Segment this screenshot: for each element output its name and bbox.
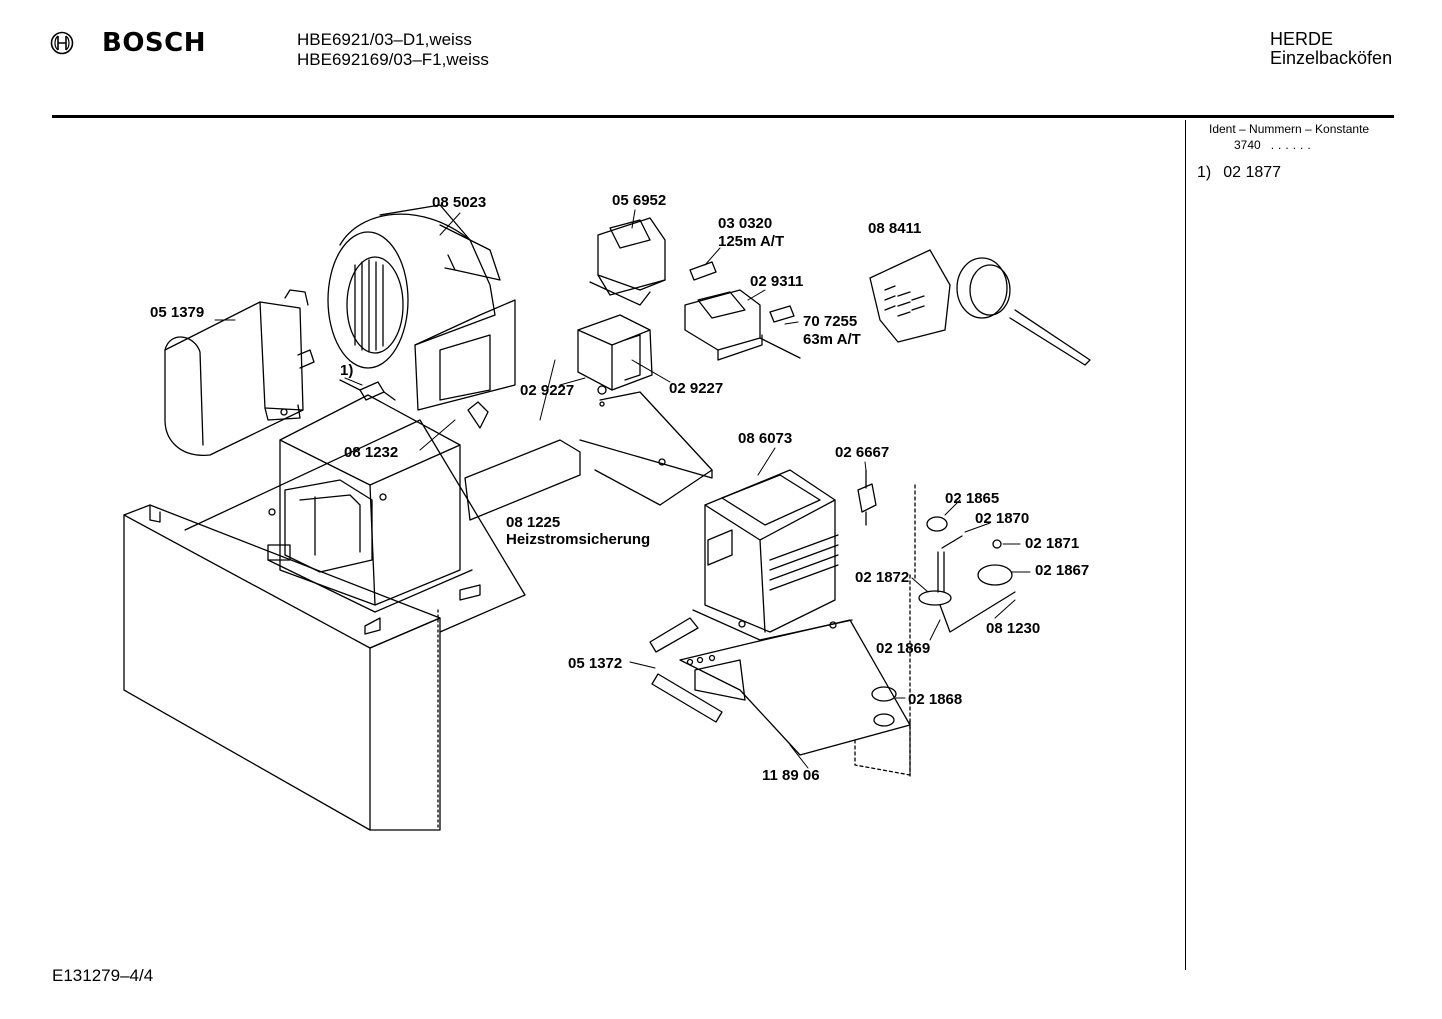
micro-switch [858,470,876,525]
label-125ma-at: 125m A/T [718,233,785,250]
sidebar-divider [1185,120,1186,970]
base-plate [185,420,525,632]
ident-dots: ...... [1270,138,1315,152]
label-heizstromsicherung: Heizstromsicherung [506,531,651,548]
oven-housing [124,505,440,830]
model-list: HBE6921/03–D1,weiss HBE692169/03–F1,weis… [297,30,489,70]
label-05-1379: 05 1379 [150,304,205,321]
brand-name: BOSCH [102,28,206,58]
label-02-1869: 02 1869 [876,640,931,657]
bosch-armature-icon [50,31,74,55]
header-rule [52,115,1394,118]
label-02-1865: 02 1865 [945,490,1000,507]
label-02-9227-right: 02 9227 [669,380,724,397]
label-08-1230: 08 1230 [986,620,1041,637]
label-02-6667: 02 6667 [835,444,890,461]
label-02-1872: 02 1872 [855,569,910,586]
label-footnote-1: 1) [340,362,354,379]
ident-code: 3740 [1234,138,1261,152]
brand-logo: BOSCH [50,28,206,58]
footnote-entry: 1) 02 1877 [1197,164,1281,182]
small-transformer [590,218,665,305]
fuse-63ma [760,306,800,358]
document-reference: E131279–4/4 [52,966,154,985]
label-02-1871: 02 1871 [1025,535,1080,552]
leader-lines [215,210,1030,768]
label-08-1232: 08 1232 [344,444,399,461]
label-08-1225: 08 1225 [506,514,561,531]
label-63ma-at: 63m A/T [803,331,861,348]
choke-coil [578,315,652,406]
product-category: HERDE Einzelbacköfen [1270,30,1392,68]
high-voltage-transformer [268,395,472,612]
inline-fuse [340,380,395,400]
fuse-holder-bracket [465,392,712,520]
footnote-marker: 1) [1197,164,1212,181]
label-11-89-06: 11 89 06 [762,767,820,784]
category-line-1: HERDE [1270,29,1334,49]
ident-constant: 3740...... [1234,138,1315,152]
label-70-7255: 70 7255 [803,313,858,330]
ident-heading: Ident – Nummern – Konstante [1209,122,1370,136]
label-02-9311: 02 9311 [750,273,804,290]
fuse-125ma [690,262,716,280]
rubber-hose [650,618,722,722]
capacitor [165,290,314,455]
mounting-hardware [872,485,1015,778]
label-08-6073: 08 6073 [738,430,793,447]
label-05-6952: 05 6952 [612,192,667,209]
label-03-0320: 03 0320 [718,215,773,232]
label-08-8411: 08 8411 [868,220,922,237]
model-line-2: HBE692169/03–F1,weiss [297,50,489,69]
magnetron [693,470,852,640]
blower-fan [328,205,515,410]
label-02-1868: 02 1868 [908,691,963,708]
control-transformer [685,290,762,360]
label-02-1867: 02 1867 [1035,562,1090,579]
label-02-9227-left: 02 9227 [520,382,575,399]
model-line-1: HBE6921/03–D1,weiss [297,30,472,49]
label-08-5023: 08 5023 [432,194,487,211]
label-05-1372: 05 1372 [568,655,623,672]
footnote-part: 02 1877 [1223,164,1282,181]
label-02-1870: 02 1870 [975,510,1030,527]
category-line-2: Einzelbacköfen [1270,48,1393,68]
thermostat [870,250,1090,365]
